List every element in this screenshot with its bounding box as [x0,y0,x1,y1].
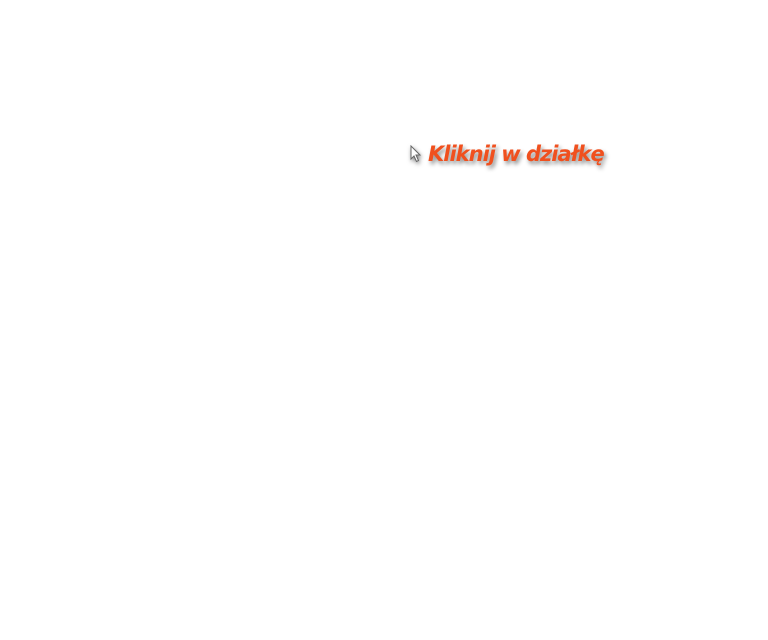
cursor-arrow-icon [410,145,422,163]
hint-text: Kliknij w działkę [428,142,605,166]
click-hint: Kliknij w działkę [410,142,605,166]
